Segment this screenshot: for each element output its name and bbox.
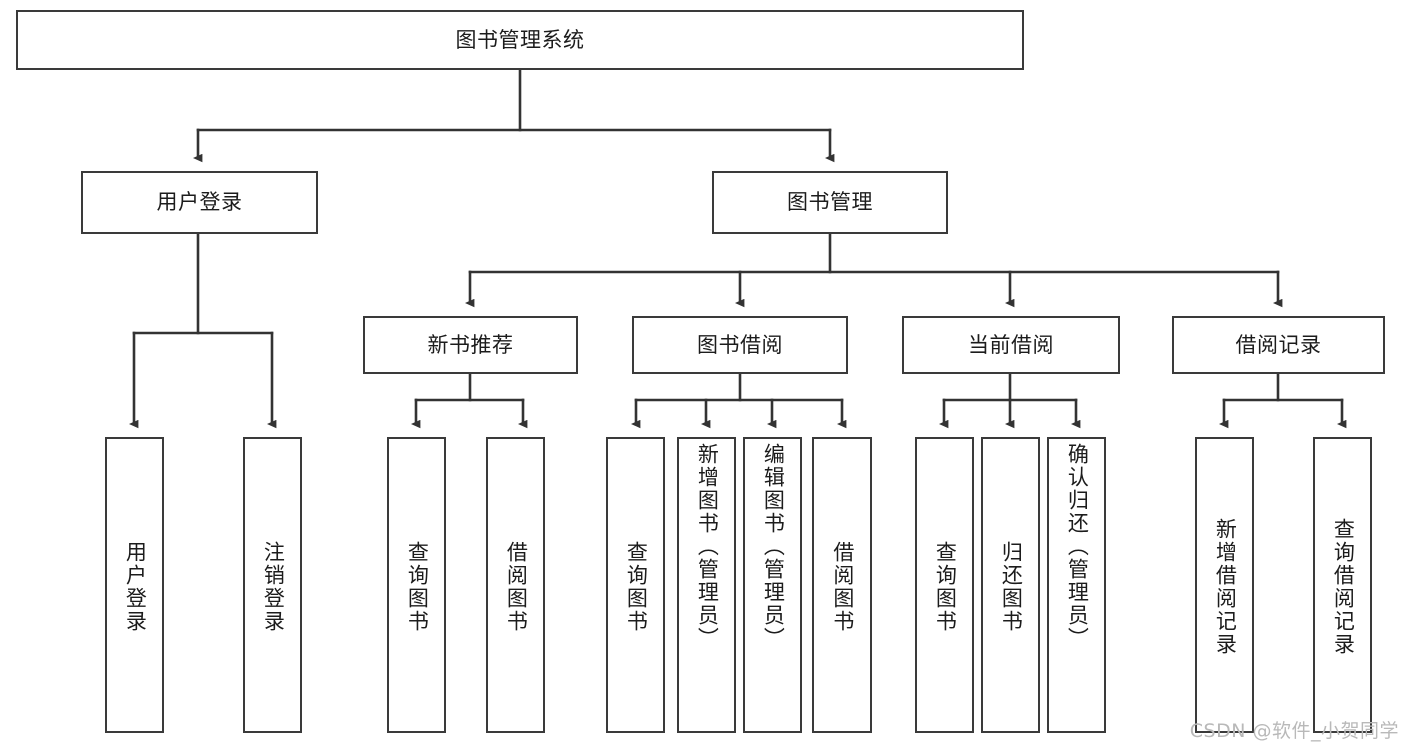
leaf-book-borrow-borrow-book-label: 借阅图书 <box>830 541 855 633</box>
leaf-book-borrow-borrow-book[interactable]: 借阅图书 <box>812 437 872 733</box>
leaf-book-borrow-add-book-label: 新增图书（管理员） <box>695 443 720 650</box>
book-manage-to-level2-edges <box>465 233 1283 308</box>
leaf-book-borrow-edit-book[interactable]: 编辑图书（管理员） <box>743 437 802 733</box>
leaf-current-borrow-query-book-label: 查询图书 <box>933 541 958 633</box>
leaf-borrow-record-query-record-label: 查询借阅记录 <box>1331 518 1356 656</box>
leaf-book-borrow-query-book-label: 查询图书 <box>624 541 649 633</box>
leaf-borrow-record-add-record[interactable]: 新增借阅记录 <box>1195 437 1254 733</box>
leaf-current-borrow-confirm-return-label: 确认归还（管理员） <box>1065 443 1090 650</box>
borrow-record-to-leaves-edges <box>1219 373 1347 429</box>
root-to-level1-edges <box>193 68 835 163</box>
node-borrow-record-label: 借阅记录 <box>1235 332 1322 357</box>
leaf-user-login-logout[interactable]: 注销登录 <box>243 437 302 733</box>
leaf-borrow-record-add-record-label: 新增借阅记录 <box>1213 518 1238 656</box>
leaf-new-book-query-book-label: 查询图书 <box>405 541 430 633</box>
node-book-borrow[interactable]: 图书借阅 <box>632 316 848 374</box>
current-borrow-to-leaves-edges <box>939 373 1081 429</box>
leaf-current-borrow-return-book[interactable]: 归还图书 <box>981 437 1040 733</box>
node-borrow-record[interactable]: 借阅记录 <box>1172 316 1385 374</box>
node-new-book-recommend[interactable]: 新书推荐 <box>363 316 578 374</box>
leaf-current-borrow-return-book-label: 归还图书 <box>999 541 1024 633</box>
node-user-login-label: 用户登录 <box>156 190 243 215</box>
leaf-book-borrow-edit-book-label: 编辑图书（管理员） <box>761 443 786 650</box>
leaf-current-borrow-query-book[interactable]: 查询图书 <box>915 437 974 733</box>
node-book-borrow-label: 图书借阅 <box>697 332 783 357</box>
node-new-book-recommend-label: 新书推荐 <box>427 332 514 357</box>
leaf-user-login-login[interactable]: 用户登录 <box>105 437 164 733</box>
node-book-management[interactable]: 图书管理 <box>712 171 948 234</box>
csdn-watermark: CSDN @软件_小贺同学 <box>1189 720 1399 742</box>
leaf-user-login-login-label: 用户登录 <box>123 541 148 633</box>
leaf-book-borrow-query-book[interactable]: 查询图书 <box>606 437 665 733</box>
node-current-borrow-label: 当前借阅 <box>968 332 1054 357</box>
leaf-user-login-logout-label: 注销登录 <box>261 541 286 633</box>
node-book-management-label: 图书管理 <box>787 190 873 215</box>
user-login-to-leaves-edges <box>129 233 277 429</box>
leaf-current-borrow-confirm-return[interactable]: 确认归还（管理员） <box>1047 437 1106 733</box>
new-book-recommend-to-leaves-edges <box>411 373 528 429</box>
node-user-login[interactable]: 用户登录 <box>81 171 318 234</box>
book-borrow-to-leaves-edges <box>631 373 847 429</box>
leaf-new-book-borrow-book-label: 借阅图书 <box>504 541 529 633</box>
node-root-system-label: 图书管理系统 <box>455 27 585 52</box>
leaf-new-book-borrow-book[interactable]: 借阅图书 <box>486 437 545 733</box>
leaf-new-book-query-book[interactable]: 查询图书 <box>387 437 446 733</box>
leaf-borrow-record-query-record[interactable]: 查询借阅记录 <box>1313 437 1372 733</box>
node-current-borrow[interactable]: 当前借阅 <box>902 316 1120 374</box>
node-root-system[interactable]: 图书管理系统 <box>16 10 1024 70</box>
leaf-book-borrow-add-book[interactable]: 新增图书（管理员） <box>677 437 736 733</box>
